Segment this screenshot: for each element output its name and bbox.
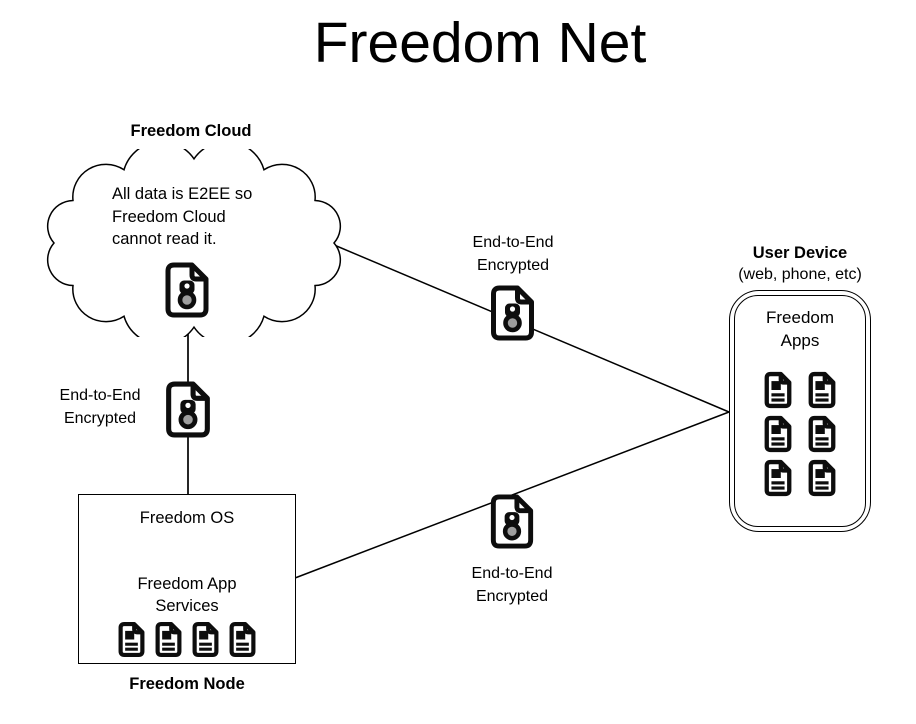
service-file-icon	[191, 621, 220, 658]
app-icons-grid	[735, 370, 865, 498]
e2ee-label-left: End-to-End Encrypted	[30, 384, 170, 430]
cloud-shape	[46, 149, 342, 337]
app-file-icon	[763, 458, 793, 498]
cloud-note: All data is E2EE so Freedom Cloud cannot…	[112, 183, 302, 251]
freedom-app-services-label: Freedom App Services	[79, 573, 295, 617]
service-file-icon	[228, 621, 257, 658]
freedom-os-label: Freedom OS	[139, 509, 235, 527]
encrypted-file-icon	[488, 285, 537, 341]
app-file-icon	[763, 370, 793, 410]
e2ee-label-top: End-to-End Encrypted	[443, 231, 583, 277]
user-device-screen: Freedom Apps	[734, 295, 866, 527]
cloud-note-line: All data is E2EE so	[112, 185, 253, 203]
app-file-icon	[807, 370, 837, 410]
e2ee-line: Encrypted	[475, 588, 549, 605]
user-device-frame: Freedom Apps	[729, 290, 871, 532]
e2ee-label-bottom: End-to-End Encrypted	[442, 562, 582, 608]
freedom-node-box: Freedom OS Freedom App Services	[78, 494, 296, 664]
e2ee-line: Encrypted	[476, 257, 550, 274]
cloud-note-line: Freedom Cloud	[112, 207, 226, 226]
user-device-label: User Device	[752, 244, 848, 262]
encrypted-file-icon	[163, 261, 211, 319]
encrypted-file-icon	[163, 381, 213, 438]
freedom-apps-label: Freedom Apps	[735, 306, 865, 352]
encrypted-file-icon	[488, 494, 536, 549]
freedom-node-caption: Freedom Node	[129, 675, 245, 693]
services-line: Freedom App	[137, 575, 237, 593]
e2ee-line: End-to-End	[59, 387, 141, 404]
app-file-icon	[807, 414, 837, 454]
service-file-icon	[117, 621, 146, 658]
service-icons-row	[79, 621, 295, 658]
e2ee-line: End-to-End	[471, 565, 553, 582]
e2ee-line: Encrypted	[63, 410, 137, 427]
cloud-label: Freedom Cloud	[130, 122, 252, 140]
services-line: Services	[155, 597, 219, 615]
app-file-icon	[807, 458, 837, 498]
service-file-icon	[154, 621, 183, 658]
apps-line: Freedom	[765, 308, 835, 327]
cloud-note-line: cannot read it.	[112, 230, 217, 248]
e2ee-line: End-to-End	[472, 234, 554, 251]
page-title: Freedom Net	[313, 11, 647, 75]
app-file-icon	[763, 414, 793, 454]
apps-line: Apps	[780, 331, 820, 350]
user-device-sublabel: (web, phone, etc)	[738, 266, 862, 283]
